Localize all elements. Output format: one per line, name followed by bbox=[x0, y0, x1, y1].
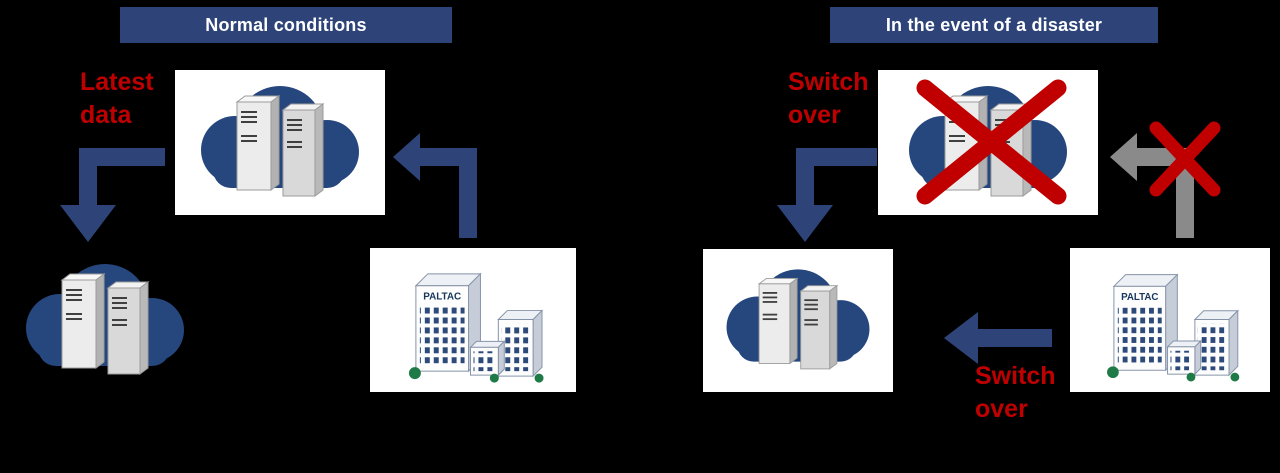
standby-cloud-servers-image bbox=[703, 249, 893, 392]
switch-over-label-bottom: Switch over bbox=[975, 362, 1056, 423]
building-to-primary-arrow bbox=[393, 133, 477, 238]
primary-cloud-servers-image bbox=[175, 70, 385, 215]
severed-connection-arrow bbox=[1110, 133, 1194, 238]
normal-conditions-banner: Normal conditions bbox=[120, 7, 452, 43]
switchover-down-arrow bbox=[777, 148, 877, 242]
switch-over-label-top: Switch over bbox=[788, 68, 869, 129]
building-to-standby-arrow bbox=[944, 312, 1052, 364]
disaster-title: In the event of a disaster bbox=[885, 14, 1103, 35]
replication-down-arrow bbox=[60, 148, 165, 242]
latest-data-label: Latest data bbox=[80, 68, 154, 129]
disaster-banner: In the event of a disaster bbox=[830, 7, 1158, 43]
paltac-building-image-left bbox=[370, 248, 576, 392]
failed-cloud-servers-image bbox=[878, 70, 1098, 215]
severed-connection-x-icon bbox=[1149, 121, 1221, 197]
normal-conditions-title: Normal conditions bbox=[205, 14, 367, 35]
cloud-servers-icon bbox=[25, 263, 185, 375]
paltac-building-image-right bbox=[1070, 248, 1270, 392]
cloud-servers-icon bbox=[725, 268, 871, 370]
office-building-icon bbox=[408, 273, 545, 384]
cloud-servers-icon bbox=[908, 85, 1068, 197]
cloud-servers-icon bbox=[200, 85, 360, 197]
backup-cloud-servers-image bbox=[0, 248, 210, 393]
office-building-icon bbox=[1106, 274, 1240, 382]
